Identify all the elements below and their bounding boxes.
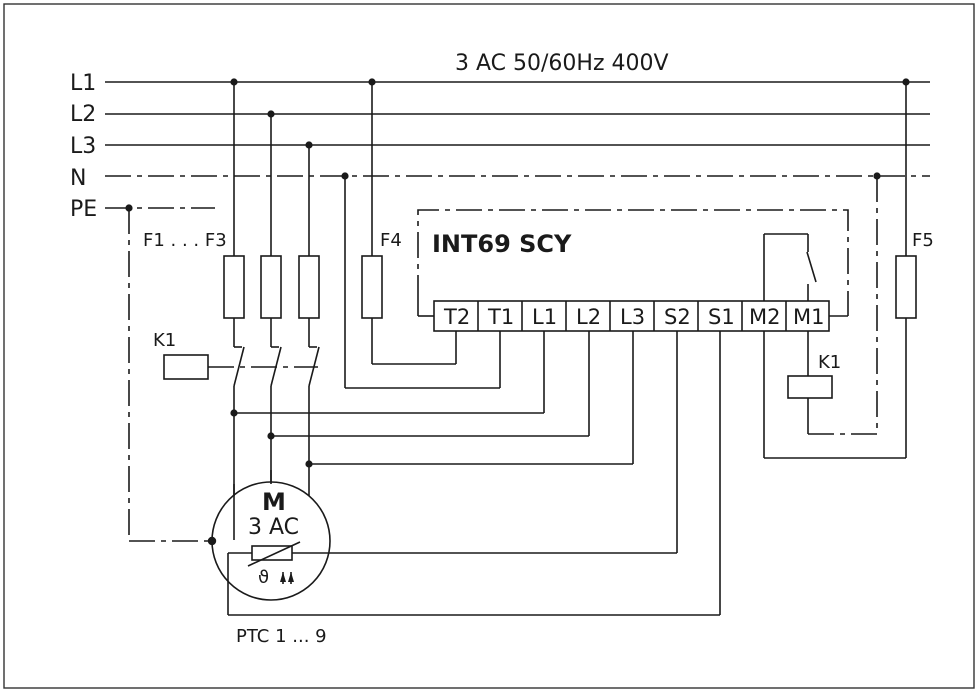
terminal-label: L1 — [532, 305, 557, 329]
coil-k1-label: K1 — [818, 352, 841, 373]
terminal-label: S2 — [664, 305, 691, 329]
terminal-label: T2 — [443, 305, 470, 329]
relay-enclosure — [417, 209, 849, 301]
contactor-coil-label: K1 — [153, 330, 176, 351]
diagram-frame — [3, 3, 975, 689]
ptc-sensor-slash — [247, 541, 301, 567]
fuse-f2 — [260, 255, 282, 319]
terminal-label: L2 — [576, 305, 601, 329]
terminal-label: S1 — [708, 305, 735, 329]
line-label-pe: PE — [70, 197, 97, 222]
arrow-up-icon — [280, 572, 294, 582]
motor-type: 3 AC — [248, 515, 299, 540]
line-label-l1: L1 — [70, 71, 96, 96]
supply-label: 3 AC 50/60Hz 400V — [455, 51, 669, 76]
contact-k1-l1 — [233, 346, 245, 387]
terminal-label: L3 — [620, 305, 645, 329]
terminal-label: M1 — [793, 305, 824, 329]
fuse-label-f1-f3: F1 . . . F3 — [143, 230, 227, 251]
fuse-f3 — [298, 255, 320, 319]
fuse-f1 — [223, 255, 245, 319]
terminal-label: M2 — [749, 305, 780, 329]
line-label-n: N — [70, 166, 86, 191]
terminal-label: T1 — [487, 305, 514, 329]
fuse-label-f4: F4 — [380, 230, 402, 251]
relay-title: INT69 SCY — [432, 230, 572, 258]
fuse-label-f5: F5 — [912, 230, 934, 251]
relay-contact — [806, 251, 817, 283]
line-label-l3: L3 — [70, 134, 96, 159]
contactor-coil-k1 — [163, 354, 209, 380]
fuse-f4 — [361, 255, 383, 319]
ptc-symbol: ϑ — [258, 567, 269, 588]
coil-k1 — [787, 375, 833, 399]
motor-letter: M — [262, 488, 286, 516]
ptc-label: PTC 1 ... 9 — [236, 626, 327, 647]
fuse-f5 — [895, 255, 917, 319]
line-label-l2: L2 — [70, 102, 96, 127]
